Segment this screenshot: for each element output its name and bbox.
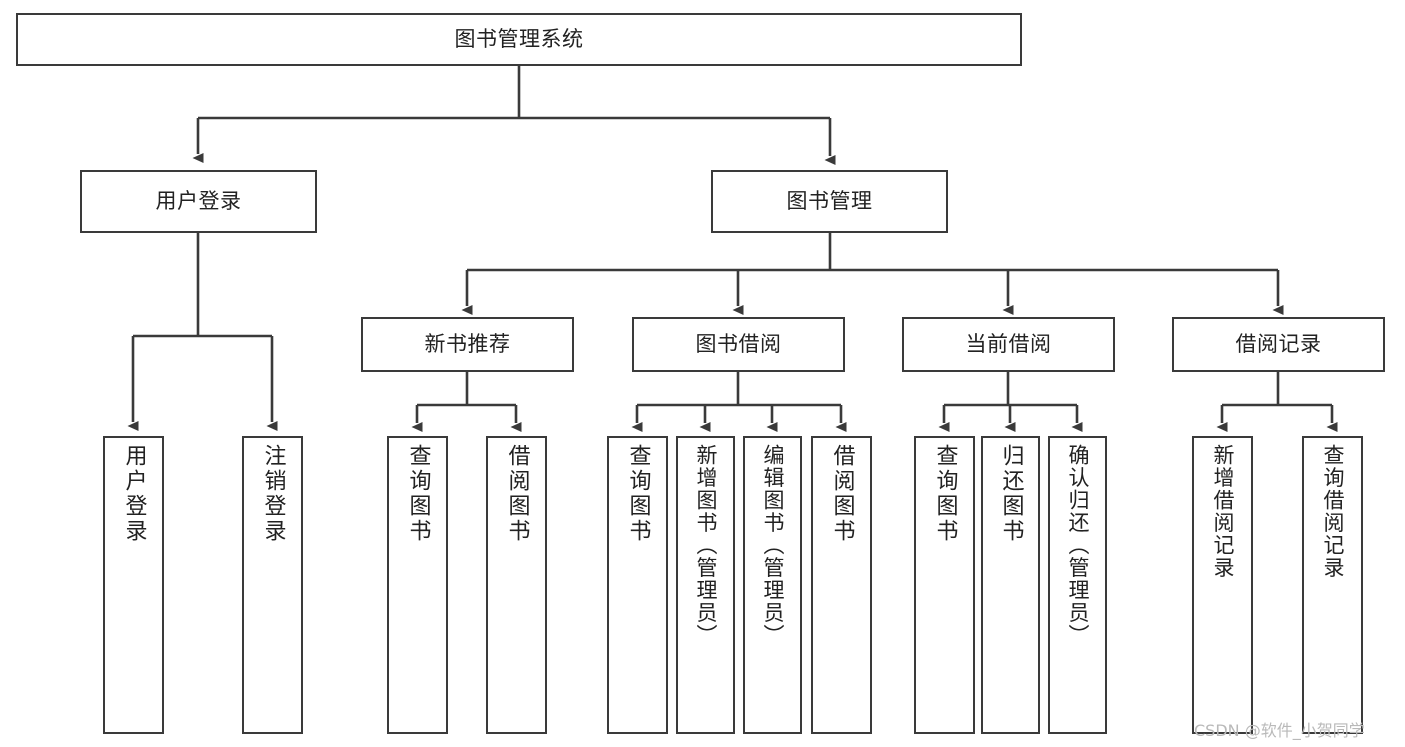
- node-label: 查询借阅记录: [1321, 444, 1345, 579]
- node-label: 确认归还（管理员）: [1066, 444, 1090, 647]
- node-new-book-recommend[interactable]: 新书推荐: [361, 317, 574, 372]
- node-leaf-edit-book[interactable]: 编辑图书（管理员）: [743, 436, 802, 734]
- node-leaf-add-book[interactable]: 新增图书（管理员）: [676, 436, 735, 734]
- node-leaf-query-record[interactable]: 查询借阅记录: [1302, 436, 1363, 734]
- node-label: 查询图书: [625, 444, 651, 544]
- node-label: 借阅图书: [829, 444, 855, 544]
- node-leaf-query-book-3[interactable]: 查询图书: [914, 436, 975, 734]
- node-label: 新增图书（管理员）: [694, 444, 718, 647]
- node-leaf-query-book-1[interactable]: 查询图书: [387, 436, 448, 734]
- node-leaf-borrow-book-1[interactable]: 借阅图书: [486, 436, 547, 734]
- node-label: 图书管理系统: [454, 26, 584, 51]
- node-leaf-add-record[interactable]: 新增借阅记录: [1192, 436, 1253, 734]
- node-book-management[interactable]: 图书管理: [711, 170, 948, 233]
- node-label: 借阅记录: [1235, 331, 1322, 356]
- node-label: 新书推荐: [424, 331, 511, 356]
- node-label: 用户登录: [155, 188, 242, 213]
- node-user-login[interactable]: 用户登录: [80, 170, 317, 233]
- node-leaf-return-book[interactable]: 归还图书: [981, 436, 1040, 734]
- node-label: 借阅图书: [504, 444, 530, 544]
- node-label: 图书管理: [786, 188, 873, 213]
- node-borrow-record[interactable]: 借阅记录: [1172, 317, 1385, 372]
- node-book-borrow[interactable]: 图书借阅: [632, 317, 845, 372]
- node-label: 查询图书: [932, 444, 958, 544]
- node-leaf-logout-login[interactable]: 注销登录: [242, 436, 303, 734]
- node-label: 新增借阅记录: [1211, 444, 1235, 579]
- node-leaf-confirm-return[interactable]: 确认归还（管理员）: [1048, 436, 1107, 734]
- node-label: 注销登录: [260, 444, 286, 544]
- node-leaf-user-login[interactable]: 用户登录: [103, 436, 164, 734]
- node-label: 当前借阅: [965, 331, 1052, 356]
- node-label: 图书借阅: [695, 331, 782, 356]
- node-label: 编辑图书（管理员）: [761, 444, 785, 647]
- node-label: 归还图书: [998, 444, 1024, 544]
- node-label: 用户登录: [121, 444, 147, 544]
- node-current-borrow[interactable]: 当前借阅: [902, 317, 1115, 372]
- node-root-book-management-system[interactable]: 图书管理系统: [16, 13, 1022, 66]
- node-leaf-borrow-book-2[interactable]: 借阅图书: [811, 436, 872, 734]
- node-label: 查询图书: [405, 444, 431, 544]
- node-leaf-query-book-2[interactable]: 查询图书: [607, 436, 668, 734]
